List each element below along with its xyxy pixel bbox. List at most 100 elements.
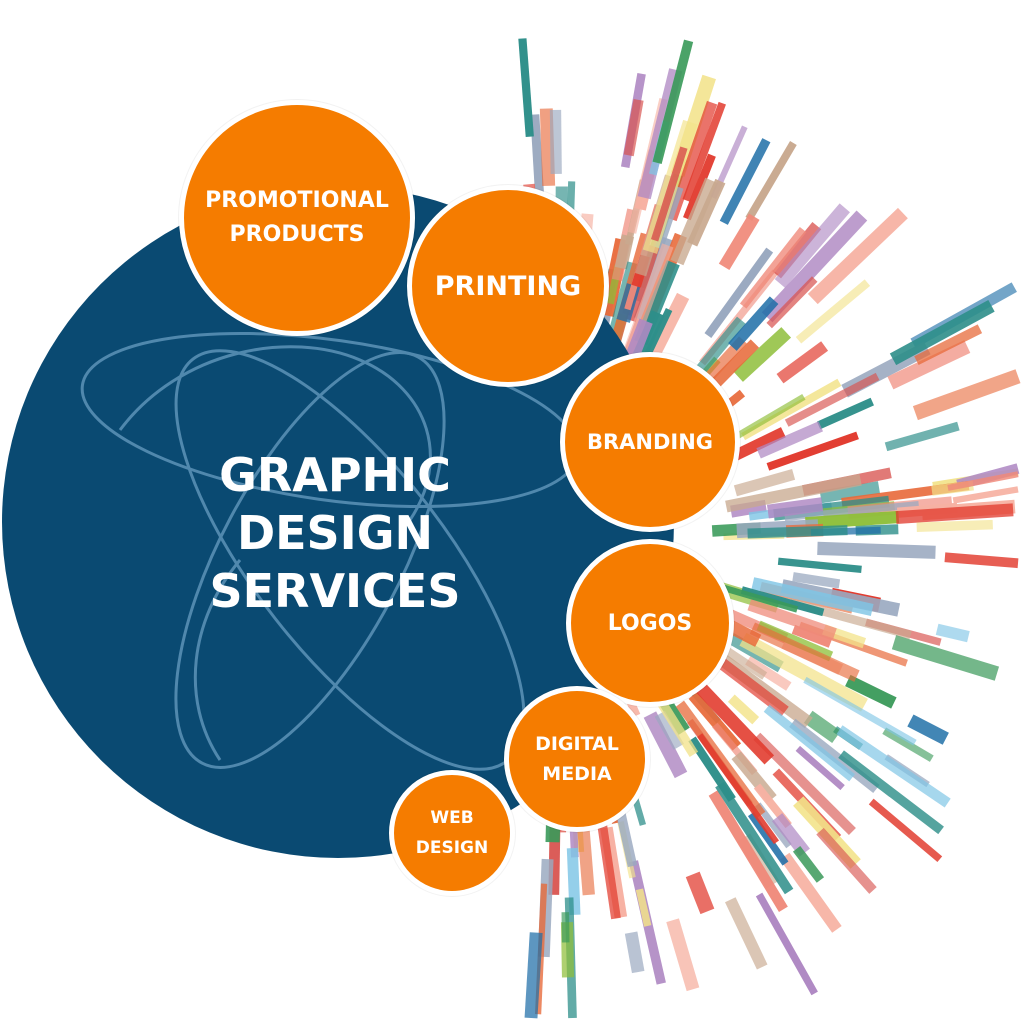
burst-ray: [952, 486, 1019, 504]
burst-ray: [807, 207, 908, 305]
title-line-1: GRAPHIC: [219, 448, 451, 502]
burst-ray: [803, 710, 841, 743]
burst-ray: [691, 316, 746, 379]
burst-ray: [779, 852, 842, 933]
burst-ray: [653, 693, 699, 758]
burst-ray: [518, 38, 534, 138]
burst-ray: [868, 798, 943, 863]
burst-ray: [784, 372, 880, 427]
burst-ray: [819, 481, 881, 504]
burst-ray: [624, 931, 645, 974]
burst-ray: [683, 153, 716, 221]
burst-ray: [792, 846, 825, 883]
burst-ray: [730, 499, 767, 518]
burst-ray: [795, 745, 845, 791]
service-node-logos[interactable]: LOGOS: [566, 539, 734, 707]
service-label-line: PROMOTIONAL: [205, 188, 389, 213]
burst-ray: [791, 624, 833, 648]
burst-ray: [891, 635, 1000, 681]
service-node-promotional-products[interactable]: PROMOTIONAL PRODUCTS: [179, 100, 415, 336]
service-label-line: WEB: [430, 808, 474, 828]
burst-ray: [749, 622, 860, 682]
service-label-line: PRINTING: [434, 270, 582, 302]
burst-ray: [685, 871, 715, 915]
burst-ray: [776, 341, 829, 384]
burst-ray: [741, 378, 842, 441]
burst-ray: [884, 421, 960, 452]
burst-ray: [777, 557, 862, 574]
burst-ray: [887, 340, 971, 390]
burst-ray: [766, 431, 859, 471]
burst-ray: [907, 714, 949, 745]
burst-ray: [882, 727, 934, 762]
burst-ray: [817, 541, 936, 559]
service-label-line: MEDIA: [542, 763, 612, 785]
burst-ray: [725, 473, 862, 513]
burst-ray: [643, 711, 688, 779]
title-line-3: SERVICES: [209, 564, 461, 618]
burst-ray: [838, 750, 944, 835]
burst-ray: [566, 847, 581, 916]
burst-ray: [747, 525, 848, 539]
burst-ray: [944, 552, 1019, 569]
burst-ray: [789, 718, 880, 793]
burst-ray: [539, 108, 556, 187]
burst-ray: [715, 781, 794, 895]
burst-ray: [774, 203, 850, 288]
burst-ray: [739, 632, 868, 712]
service-label-line: DESIGN: [415, 838, 489, 858]
burst-ray: [739, 227, 807, 309]
burst-ray: [766, 276, 818, 329]
burst-ray: [753, 732, 856, 836]
burst-ray: [530, 114, 544, 195]
service-node-digital-media[interactable]: DIGITAL MEDIA: [504, 686, 650, 832]
burst-ray: [816, 397, 874, 430]
burst-ray: [524, 932, 543, 1019]
title-line-2: DESIGN: [236, 506, 434, 560]
burst-ray: [687, 178, 726, 247]
burst-ray: [666, 918, 700, 992]
burst-ray: [704, 247, 774, 339]
burst-ray: [682, 101, 726, 202]
burst-ray: [763, 704, 855, 782]
burst-ray: [895, 503, 1014, 525]
burst-ray: [836, 725, 951, 808]
burst-ray: [670, 177, 719, 266]
page-title: GRAPHIC DESIGN SERVICES: [180, 446, 490, 620]
burst-ray: [766, 497, 824, 519]
burst-ray: [719, 138, 771, 225]
burst-ray: [652, 39, 694, 164]
burst-ray: [747, 812, 789, 866]
burst-ray: [816, 827, 877, 894]
burst-ray: [912, 369, 1021, 421]
burst-ray: [761, 210, 868, 323]
service-label-line: BRANDING: [586, 430, 714, 454]
burst-ray: [772, 221, 822, 279]
burst-ray: [947, 471, 1019, 491]
service-node-web-design[interactable]: WEB DESIGN: [389, 770, 515, 896]
burst-ray: [697, 733, 780, 845]
service-node-branding[interactable]: BRANDING: [560, 352, 740, 532]
burst-ray: [845, 674, 897, 709]
service-label-line: DIGITAL: [535, 733, 619, 755]
burst-ray: [635, 888, 652, 927]
burst-ray: [727, 694, 760, 725]
burst-ray: [805, 510, 900, 530]
burst-ray: [916, 519, 993, 533]
burst-ray: [751, 577, 874, 617]
burst-ray: [756, 421, 824, 459]
burst-ray: [755, 892, 818, 996]
burst-ray: [728, 296, 779, 351]
burst-ray: [708, 790, 788, 912]
service-node-printing[interactable]: PRINTING: [407, 185, 609, 387]
burst-ray: [889, 299, 995, 366]
service-label-line: LOGOS: [607, 610, 693, 636]
burst-ray: [725, 897, 768, 970]
burst-ray: [733, 327, 792, 382]
burst-ray: [740, 586, 825, 617]
burst-ray: [747, 599, 837, 640]
burst-ray: [914, 324, 983, 365]
burst-ray: [745, 141, 797, 221]
burst-ray: [718, 213, 760, 270]
burst-ray: [650, 146, 688, 242]
